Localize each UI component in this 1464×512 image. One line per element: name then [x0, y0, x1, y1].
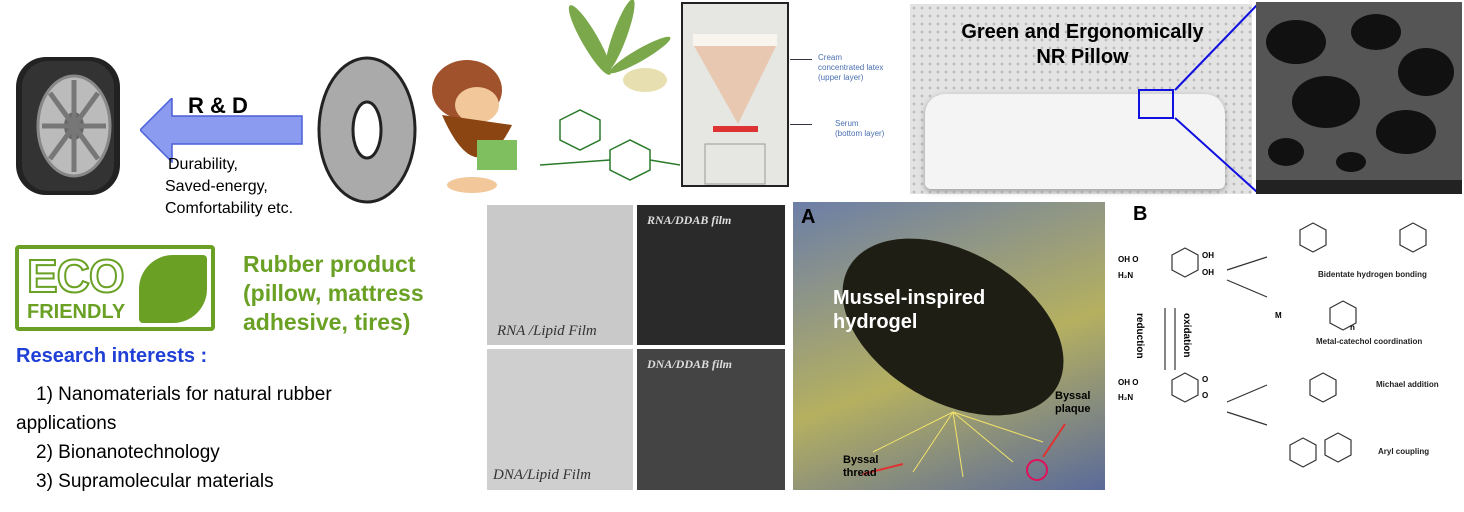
- svg-text:OH O: OH O: [1118, 255, 1138, 264]
- serum-label-line: Serum: [835, 119, 859, 128]
- cream-arrow: [790, 59, 812, 60]
- svg-text:H₂N: H₂N: [1118, 271, 1133, 280]
- rd-title: R & D: [188, 93, 248, 118]
- cream-label-line: Cream: [818, 53, 843, 62]
- zoom-lines: [1174, 4, 1258, 193]
- panel-label-a: A: [801, 206, 816, 228]
- serum-label-line: (bottom layer): [835, 129, 885, 138]
- research-item: 2) Bionanotechnology: [36, 442, 220, 463]
- svg-text:M: M: [1275, 311, 1282, 320]
- rubber-product-text: Rubber product (pillow, mattress adhesive,…: [243, 250, 424, 337]
- rna-lipid-film: RNA /Lipid Film: [487, 205, 633, 345]
- research-item: 1) Nanomaterials for natural rubber: [36, 384, 332, 405]
- tire-image: [12, 55, 124, 197]
- chem-label: Bidentate hydrogen bonding: [1318, 270, 1427, 279]
- oxidation-label: oxidation: [1181, 313, 1192, 358]
- label-line: thread: [843, 467, 877, 479]
- svg-text:O: O: [1202, 375, 1208, 384]
- zoom-box: [1138, 89, 1174, 119]
- rna-ddab-film: RNA/DDAB film: [637, 205, 785, 345]
- research-list: 1) Nanomaterials for natural rubber appl…: [16, 380, 332, 496]
- dna-ddab-film: DNA/DDAB film: [637, 349, 785, 490]
- chem-label: Michael addition: [1376, 380, 1439, 389]
- eco-logo-subtext: FRIENDLY: [27, 301, 126, 323]
- benefit-energy: Saved-energy,: [165, 178, 268, 195]
- leaf-icon: [139, 255, 207, 323]
- pillow-photo: [910, 4, 1252, 194]
- mussel-title-line: Mussel-inspired: [833, 287, 986, 309]
- reduction-label: reduction: [1134, 313, 1145, 359]
- research-item: 3) Supramolecular materials: [36, 471, 274, 492]
- pillow-title-line: NR Pillow: [1036, 46, 1129, 68]
- rd-benefits: Durability, Saved-energy, Comfortability…: [165, 154, 294, 220]
- film-label: RNA/DDAB film: [647, 213, 732, 227]
- svg-text:O: O: [1202, 391, 1208, 400]
- product-line: adhesive, tires): [243, 309, 411, 335]
- mussel-title-line: hydrogel: [833, 311, 918, 333]
- caveman-stone-wheel-illustration: [312, 45, 542, 210]
- rd-arrow: [138, 96, 305, 168]
- panel-label-b: B: [1133, 203, 1148, 225]
- latex-separation-photo: [681, 2, 789, 187]
- cream-label-line: (upper layer): [818, 73, 864, 82]
- film-label: DNA/DDAB film: [647, 357, 733, 371]
- benefit-durability: Durability,: [168, 156, 238, 173]
- film-label: RNA /Lipid Film: [497, 323, 597, 339]
- product-line: Rubber product: [243, 251, 416, 277]
- chem-label: Metal-catechol coordination: [1316, 337, 1423, 346]
- cream-label-line: concentrated latex: [818, 63, 884, 72]
- catechol-chemistry-diagram: OH O OH OH H₂N OH O OO H₂N Mn: [1118, 222, 1427, 468]
- eco-logo-text: ECO: [26, 249, 126, 303]
- serum-label: Serum(bottom layer): [835, 119, 884, 139]
- svg-text:OH: OH: [1202, 268, 1214, 277]
- svg-text:n: n: [1350, 323, 1355, 332]
- label-line: Byssal: [1055, 390, 1091, 402]
- svg-text:H₂N: H₂N: [1118, 393, 1133, 402]
- eco-friendly-logo: ECO FRIENDLY: [15, 245, 215, 331]
- svg-text:OH: OH: [1202, 251, 1214, 260]
- benefit-comfort: Comfortability etc.: [165, 200, 294, 217]
- research-heading: Research interests :: [16, 345, 208, 367]
- pillow-title-line: Green and Ergonomically: [961, 21, 1204, 43]
- pillow-title: Green and Ergonomically NR Pillow: [915, 20, 1250, 70]
- research-item: applications: [16, 413, 117, 434]
- product-line: (pillow, mattress: [243, 280, 424, 306]
- svg-text:OH O: OH O: [1118, 378, 1138, 387]
- label-line: Byssal: [843, 454, 879, 466]
- plant-and-polymer-structure: [539, 0, 681, 195]
- label-line: plaque: [1055, 403, 1091, 415]
- films-panel: RNA /Lipid Film RNA/DDAB film DNA/Lipid …: [487, 205, 785, 490]
- sem-foam-image: [1256, 2, 1462, 194]
- chem-label: Aryl coupling: [1378, 447, 1430, 456]
- dna-lipid-film: DNA/Lipid Film: [487, 349, 633, 490]
- serum-arrow: [790, 124, 812, 125]
- film-label: DNA/Lipid Film: [493, 467, 591, 483]
